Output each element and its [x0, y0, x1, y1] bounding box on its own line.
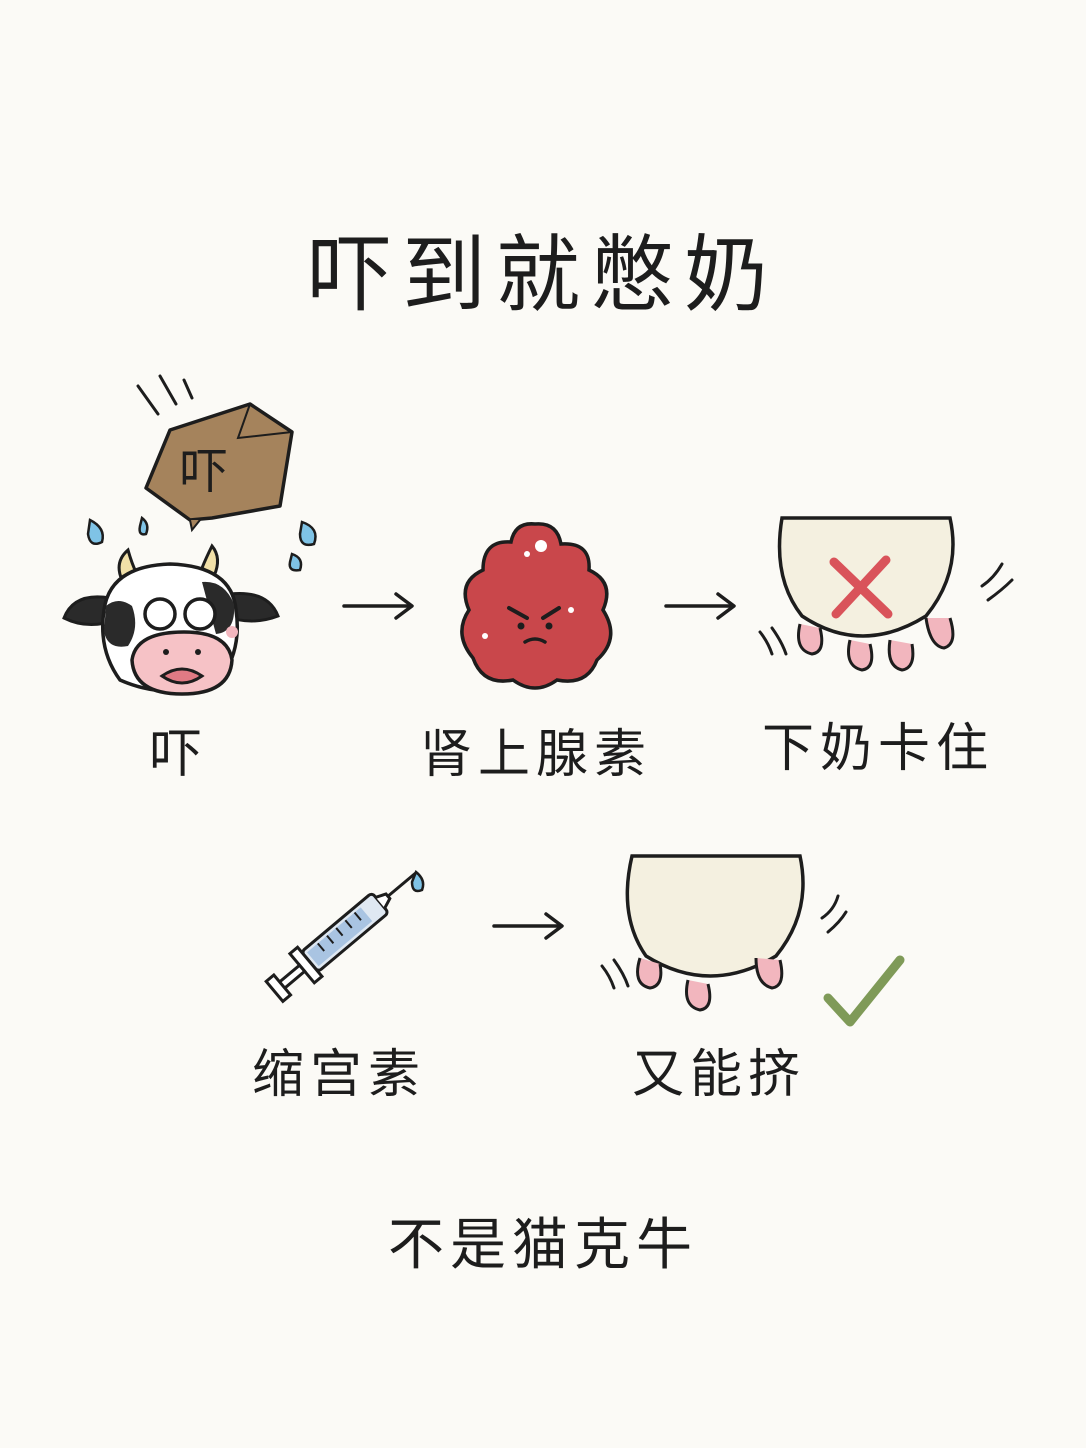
falling-rock-icon [136, 374, 294, 533]
startled-cow-icon [62, 543, 280, 696]
step-label-flowing: 又能挤 [632, 1045, 807, 1105]
arrow-right-icon [492, 912, 564, 940]
sweat-drops-icon [86, 515, 317, 572]
syringe-icon [264, 869, 425, 1004]
step-label-adrenaline: 肾上腺素 [420, 725, 653, 785]
rock-label: 吓 [180, 444, 229, 500]
flowing-udder-icon [600, 854, 848, 1012]
arrow-right-icon [664, 592, 736, 620]
arrow-right-icon [342, 592, 414, 620]
blocked-udder-icon [758, 516, 1014, 672]
page-title: 吓到就憋奶 [307, 226, 778, 324]
check-icon [823, 955, 905, 1027]
step-label-scare: 吓 [150, 725, 209, 785]
adrenaline-blob-icon [460, 522, 613, 690]
step-label-oxytocin: 缩宫素 [252, 1045, 427, 1105]
step-label-blocked: 下奶卡住 [762, 719, 995, 779]
footer-text: 不是猫克牛 [388, 1213, 698, 1278]
